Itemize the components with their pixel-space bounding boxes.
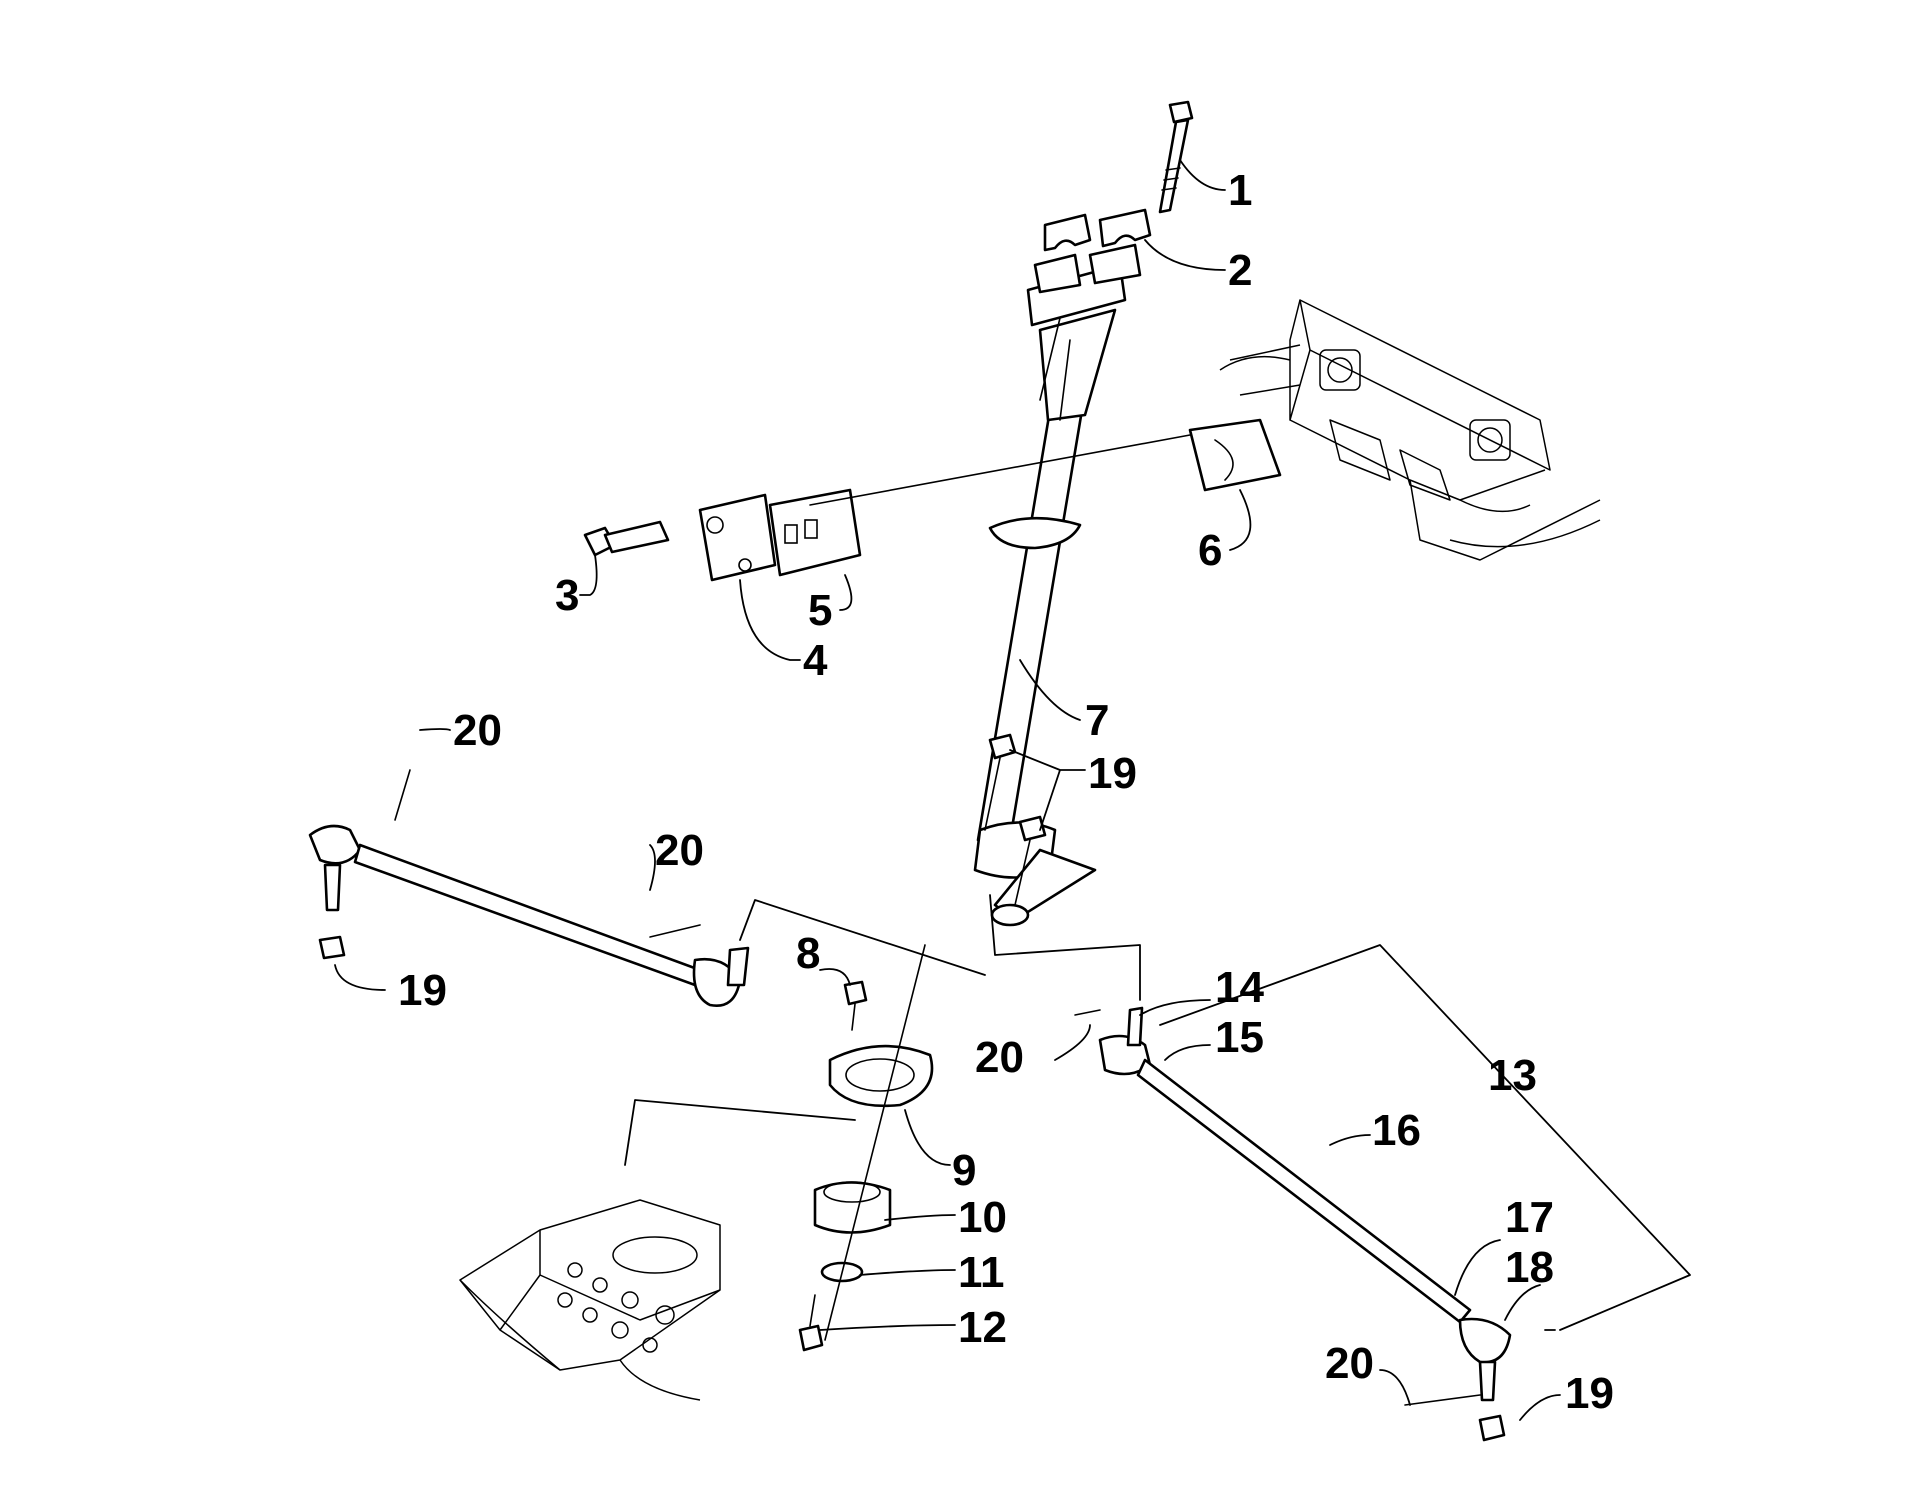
callout-20-upper-left: 20 [453, 706, 502, 755]
handlebar-clamp-upper [1033, 208, 1152, 294]
callout-19-bracket: 19 [1088, 749, 1137, 798]
callout-12: 12 [958, 1303, 1007, 1352]
frame-section-lower-left [459, 1199, 721, 1401]
callout-15: 15 [1215, 1013, 1264, 1062]
callout-19-left: 19 [398, 966, 447, 1015]
steering-post [973, 263, 1127, 927]
tie-rod-right [1074, 1006, 1512, 1442]
callout-leaders [334, 159, 1561, 1421]
lower-bearing-assembly [798, 944, 934, 1352]
callout-3: 3 [555, 571, 579, 620]
callout-labels: 1 2 3 4 5 6 7 8 9 10 11 12 13 14 15 16 1… [398, 166, 1614, 1418]
callout-19-right: 19 [1565, 1369, 1614, 1418]
bracket-nuts [984, 733, 1047, 906]
callout-20-center: 20 [655, 826, 704, 875]
post-bushing-assembly [583, 418, 1282, 582]
callout-18: 18 [1505, 1243, 1554, 1292]
callout-1: 1 [1228, 166, 1252, 215]
callout-20-right-upper: 20 [975, 1033, 1024, 1082]
frame-section-upper-right [1219, 299, 1601, 561]
callout-13: 13 [1488, 1051, 1537, 1100]
callout-11: 11 [958, 1248, 1005, 1297]
assembly-guide-lines [624, 894, 1691, 1331]
callout-17: 17 [1505, 1193, 1554, 1242]
callout-10: 10 [958, 1193, 1007, 1242]
tie-rod-left [308, 769, 750, 1007]
callout-20-right-lower: 20 [1325, 1339, 1374, 1388]
callout-6: 6 [1198, 526, 1222, 575]
callout-14: 14 [1215, 963, 1264, 1012]
callout-2: 2 [1228, 246, 1252, 295]
clamp-bolt [1158, 100, 1194, 214]
callout-8: 8 [796, 929, 820, 978]
callout-9: 9 [952, 1146, 976, 1195]
callout-7: 7 [1085, 696, 1109, 745]
callout-4: 4 [803, 636, 828, 685]
callout-16: 16 [1372, 1106, 1421, 1155]
callout-5: 5 [808, 586, 832, 635]
